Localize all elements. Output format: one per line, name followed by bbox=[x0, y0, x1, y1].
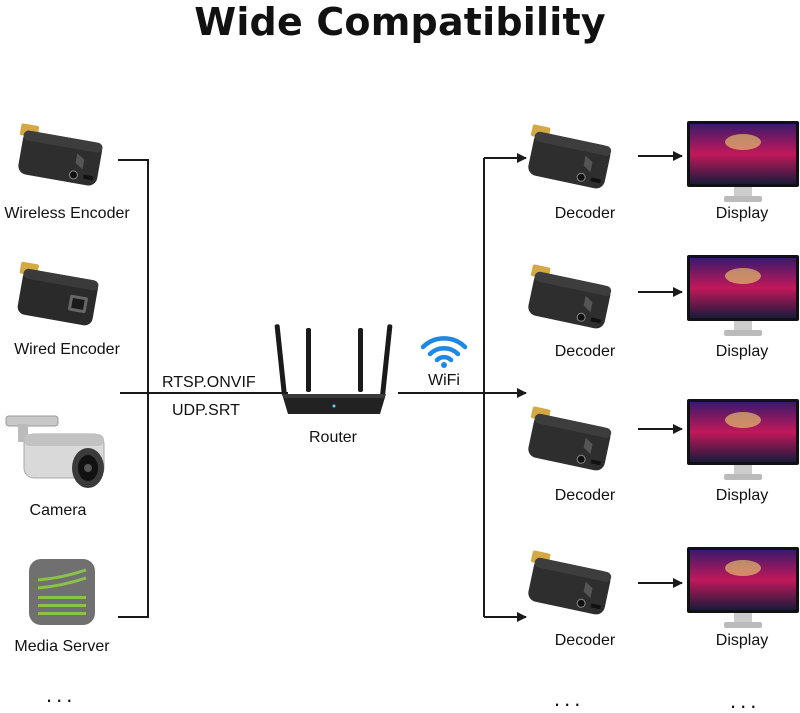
media-server-icon bbox=[29, 559, 95, 625]
protocol-label-rtsp-onvif: RTSP.ONVIF bbox=[162, 374, 256, 391]
decoder-icon bbox=[528, 264, 612, 329]
display-more-ellipsis: ... bbox=[730, 688, 761, 713]
display-icon bbox=[687, 399, 799, 480]
wifi-icon bbox=[420, 336, 468, 368]
decoder-label: Decoder bbox=[554, 205, 616, 222]
source-more-ellipsis: ... bbox=[46, 682, 77, 707]
camera-icon bbox=[5, 415, 105, 488]
source-bracket-line bbox=[118, 159, 149, 618]
decoder-icon bbox=[528, 124, 612, 189]
source-label-wired-encoder: Wired Encoder bbox=[14, 341, 120, 358]
decoder-label: Decoder bbox=[554, 343, 616, 360]
page-title: Wide Compatibility bbox=[194, 0, 606, 44]
display-label: Display bbox=[715, 487, 769, 504]
source-label-wireless-encoder: Wireless Encoder bbox=[4, 205, 130, 222]
display-label: Display bbox=[715, 343, 769, 360]
wired-encoder-icon bbox=[17, 261, 99, 326]
source-label-camera: Camera bbox=[29, 502, 87, 519]
protocol-label-udp-srt: UDP.SRT bbox=[172, 402, 240, 419]
decoder-icon bbox=[528, 406, 612, 471]
router-label: Router bbox=[308, 429, 358, 446]
wireless-encoder-icon bbox=[18, 123, 103, 186]
decoder-label: Decoder bbox=[554, 487, 616, 504]
display-icon bbox=[687, 121, 799, 202]
router-icon bbox=[274, 324, 393, 414]
display-icon bbox=[687, 547, 799, 628]
display-icon bbox=[687, 255, 799, 336]
display-label: Display bbox=[715, 632, 769, 649]
decoder-icon bbox=[528, 550, 612, 615]
decoder-label: Decoder bbox=[554, 632, 616, 649]
display-label: Display bbox=[715, 205, 769, 222]
decoder-more-ellipsis: ... bbox=[554, 686, 585, 711]
wifi-label: WiFi bbox=[428, 372, 460, 389]
source-label-media-server: Media Server bbox=[14, 638, 110, 655]
